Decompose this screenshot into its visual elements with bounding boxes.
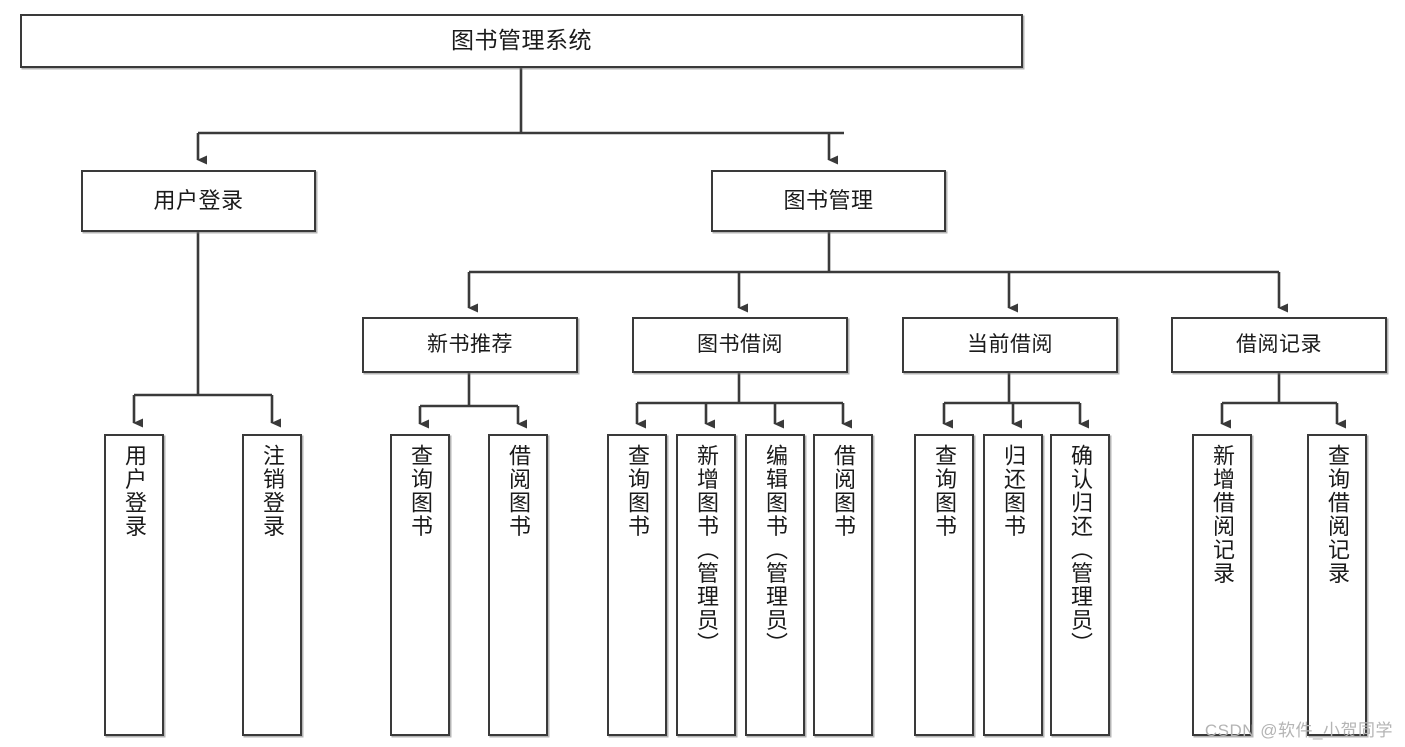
node-leaf-user-login-login[interactable]: 用户登录 — [104, 434, 164, 736]
node-label: 图书管理系统 — [451, 27, 592, 54]
node-label: 图书借阅 — [697, 333, 783, 357]
node-label: 新书推荐 — [427, 333, 513, 357]
node-label: 编辑图书（管理员） — [762, 444, 788, 656]
node-label: 新增借阅记录 — [1209, 444, 1235, 585]
node-label: 用户登录 — [153, 187, 244, 213]
node-book-borrow[interactable]: 图书借阅 — [632, 317, 848, 373]
node-label: 查询借阅记录 — [1324, 444, 1350, 585]
node-label: 图书管理 — [783, 187, 874, 213]
node-leaf-book-borrow-borrow[interactable]: 借阅图书 — [813, 434, 873, 736]
node-label: 用户登录 — [121, 444, 147, 538]
node-label: 归还图书 — [1000, 444, 1026, 538]
node-label: 借阅图书 — [505, 444, 531, 538]
csdn-watermark: CSDN @软件_小贺同学 — [1204, 721, 1393, 740]
node-current-borrow[interactable]: 当前借阅 — [902, 317, 1118, 373]
node-leaf-book-borrow-edit[interactable]: 编辑图书（管理员） — [745, 434, 805, 736]
node-leaf-user-login-logout[interactable]: 注销登录 — [242, 434, 302, 736]
node-leaf-current-borrow-query[interactable]: 查询图书 — [914, 434, 974, 736]
node-label: 新增图书（管理员） — [693, 444, 719, 656]
node-leaf-book-borrow-add[interactable]: 新增图书（管理员） — [676, 434, 736, 736]
node-book-management[interactable]: 图书管理 — [711, 170, 946, 232]
node-leaf-new-book-query[interactable]: 查询图书 — [390, 434, 450, 736]
node-label: 当前借阅 — [967, 333, 1053, 357]
node-leaf-current-borrow-return[interactable]: 归还图书 — [983, 434, 1043, 736]
node-label: 注销登录 — [259, 444, 285, 538]
node-user-login[interactable]: 用户登录 — [81, 170, 316, 232]
node-label: 借阅记录 — [1236, 333, 1322, 357]
node-new-book-recommend[interactable]: 新书推荐 — [362, 317, 578, 373]
node-root-book-management-system[interactable]: 图书管理系统 — [20, 14, 1023, 68]
node-leaf-borrow-record-query[interactable]: 查询借阅记录 — [1307, 434, 1367, 736]
node-leaf-book-borrow-query[interactable]: 查询图书 — [607, 434, 667, 736]
node-label: 查询图书 — [931, 444, 957, 538]
node-borrow-record[interactable]: 借阅记录 — [1171, 317, 1387, 373]
node-label: 查询图书 — [624, 444, 650, 538]
node-leaf-new-book-borrow[interactable]: 借阅图书 — [488, 434, 548, 736]
node-leaf-borrow-record-add[interactable]: 新增借阅记录 — [1192, 434, 1252, 736]
node-leaf-current-borrow-confirm-return[interactable]: 确认归还（管理员） — [1050, 434, 1110, 736]
node-label: 查询图书 — [407, 444, 433, 538]
node-label: 借阅图书 — [830, 444, 856, 538]
node-label: 确认归还（管理员） — [1067, 444, 1093, 656]
